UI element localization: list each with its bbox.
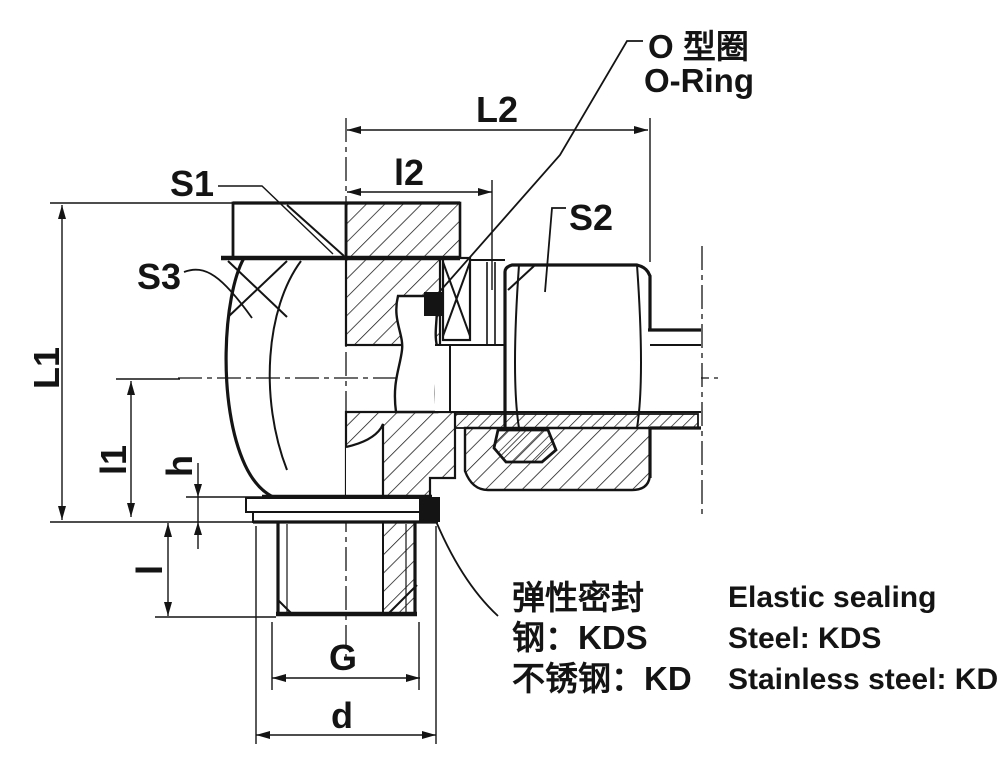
nut-waist-arc-right xyxy=(636,264,642,429)
dim-l2: l2 xyxy=(347,152,492,196)
dim-l1: l1 xyxy=(93,381,135,517)
dim-label-G: G xyxy=(329,637,357,678)
stud-chamfer-right xyxy=(387,584,418,615)
arrowhead xyxy=(127,503,135,517)
s3-label: S3 xyxy=(137,256,181,297)
dim-label-l2: l2 xyxy=(394,152,424,193)
arrowhead xyxy=(127,381,135,395)
arrowhead xyxy=(58,205,66,219)
nut-lower-section xyxy=(463,426,652,492)
arrowhead xyxy=(256,731,270,739)
s1-label: S1 xyxy=(170,163,214,204)
elastic-seal xyxy=(419,497,440,522)
nut-corner-chamfer xyxy=(507,265,535,291)
dim-G: G xyxy=(272,637,420,682)
washer-assembly xyxy=(245,497,440,524)
arrowhead xyxy=(194,522,202,535)
stud-wall-section xyxy=(383,522,415,614)
o-ring-callout: O 型圈 O-Ring xyxy=(433,28,754,299)
seal-note-zh-3: 不锈钢：KD xyxy=(512,660,692,697)
dim-d: d xyxy=(256,695,436,739)
dim-h: h xyxy=(159,455,202,549)
nut-waist-arc-left xyxy=(514,264,520,429)
dim-label-l: l xyxy=(129,565,170,575)
arrowhead xyxy=(164,602,172,616)
ball-inner-contour xyxy=(268,260,302,471)
dim-L1: L1 xyxy=(26,205,67,520)
elastic-seal-leader xyxy=(432,513,499,617)
label-s3: S3 xyxy=(137,256,253,319)
seal-note-en-1: Elastic sealing xyxy=(728,581,936,614)
nut-chamfer-line xyxy=(286,204,345,257)
dim-L2: L2 xyxy=(347,89,648,134)
o-ring-label-en: O-Ring xyxy=(644,62,754,99)
dim-label-h: h xyxy=(159,455,200,477)
arrowhead xyxy=(478,188,492,196)
s1-leader xyxy=(218,185,334,255)
dim-l: l xyxy=(129,523,172,616)
s2-nut xyxy=(503,263,652,478)
washer-upper-plate xyxy=(245,497,421,513)
seal-note-zh-1: 弹性密封 xyxy=(512,579,644,616)
arrowhead xyxy=(406,674,420,682)
hatch-region-top-band xyxy=(344,201,462,260)
label-s2: S2 xyxy=(544,197,613,293)
o-ring-leader xyxy=(433,40,643,299)
arrowhead xyxy=(58,506,66,520)
o-ring-label-zh: O 型圈 xyxy=(648,28,749,65)
dim-label-L1: L1 xyxy=(26,347,67,389)
dim-label-L2: L2 xyxy=(476,89,518,130)
bore-band-white xyxy=(435,345,701,412)
tube-wall-section xyxy=(454,413,699,429)
cutting-ring xyxy=(492,428,558,464)
ball-outer-silhouette xyxy=(224,257,274,499)
arrowhead xyxy=(422,731,436,739)
dim-label-d: d xyxy=(331,695,353,736)
s2-leader xyxy=(544,207,566,293)
dim-label-l1: l1 xyxy=(93,445,134,475)
o-ring-seal xyxy=(424,292,442,316)
ball-cross-mark-2 xyxy=(227,260,288,318)
arrowhead xyxy=(194,484,202,497)
arrowhead xyxy=(347,126,361,134)
horizontal-bore xyxy=(435,344,701,413)
arrowhead xyxy=(272,674,286,682)
extension-lines xyxy=(50,118,651,744)
elastic-seal-callout: 弹性密封 钢：KDS 不锈钢：KD Elastic sealing Steel:… xyxy=(432,513,998,697)
seal-note-zh-2: 钢：KDS xyxy=(512,619,648,656)
retainer-chamfer-2 xyxy=(442,261,471,337)
seal-note-en-2: Steel: KDS xyxy=(728,622,881,655)
vertical-bore-edge xyxy=(345,423,385,521)
label-s1: S1 xyxy=(170,163,334,255)
arrowhead xyxy=(164,523,172,537)
seal-note-en-3: Stainless steel: KD xyxy=(728,663,998,696)
arrowhead xyxy=(634,126,648,134)
s3-leader xyxy=(183,268,253,319)
arrowhead xyxy=(347,188,361,196)
s2-label: S2 xyxy=(569,197,613,238)
threaded-stud xyxy=(276,522,418,617)
stud-chamfer-left xyxy=(277,599,293,615)
